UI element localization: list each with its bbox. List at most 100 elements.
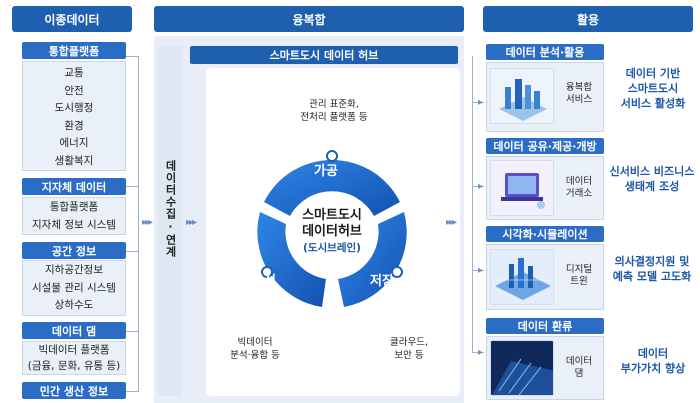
left-group-box: 통합플랫폼 지자체 정보 시스템 [22,197,126,235]
note-top: 관리 표준화, 전처리 플랫폼 등 [274,98,394,124]
right-item-label-line: 데이터 [565,176,593,187]
right-item-label-line: 댐 [574,368,584,379]
left-group-title: 공간 정보 [22,242,126,259]
left-item: 통합플랫폼 [49,201,99,213]
left-item: 지자체 정보 시스템 [32,218,116,231]
ring-label-right: 저장 [370,274,394,289]
hub-center-subline: (도시브레인) [303,242,361,254]
left-item: 상하수도 [54,299,94,311]
right-item-desc-line: 부가가치 향상 [620,362,686,375]
right-item-label-line: 디지털 [565,264,593,275]
collection-label: 데이터수집·연계 [164,160,177,258]
arrow-right-icon: ▸ [478,181,483,192]
collection-strip [158,46,182,396]
left-group-title: 지자체 데이터 [22,178,126,195]
right-item-desc: 신서비스 비즈니스 생태계 조성 [604,164,700,194]
left-connector [126,56,138,57]
data-exchange-illustration [490,160,554,216]
hub-center-line: 스마트도시 [302,208,362,223]
left-item: 환경 [64,119,84,132]
ring-label-left: 분석 [252,274,276,289]
right-item-label: 융복합 서비스 [556,82,602,106]
ring-segment-right [338,212,407,307]
right-item-label-line: 트윈 [570,276,588,287]
header-left: 이종데이터 [12,6,132,32]
left-group-box: 지하공간정보 시설물 관리 시스템 상하수도 [22,260,126,316]
right-item-label-line: 데이터 [565,356,593,367]
left-item: 시설물 관리 시스템 [32,281,116,294]
left-connector [126,251,138,252]
hub-center: 스마트도시 데이터허브 (도시브레인) [282,208,382,256]
arrow-into-hub-icon: ▸▸▸ [186,217,197,228]
left-group-box: 빅데이터 플랫폼 (금융, 문화, 유통 등) [22,341,126,375]
right-item-desc-line: 의사결정지원 및 [614,255,690,268]
note-right-line: 보안 등 [394,350,424,361]
right-connector [472,186,484,187]
right-item-label-line: 서비스 [565,94,593,105]
note-right-line: 클라우드, [390,337,428,348]
ring-node-dot [326,150,338,162]
right-item-title: 데이터 환류 [486,318,604,334]
right-item-title: 데이터 공유·제공·개방 [486,138,604,154]
left-item: 에너지 [59,137,89,149]
right-item-desc: 의사결정지원 및 예측 모델 고도화 [604,254,700,284]
ring-segment-left [257,212,326,307]
ring-label-top: 가공 [314,164,338,179]
right-item-desc: 데이터 부가가치 향상 [608,346,698,376]
left-group-title: 데이터 댐 [22,322,126,339]
right-item-desc-line: 데이터 [637,347,669,360]
right-item-desc-line: 신서비스 비즈니스 [609,165,695,178]
header-middle: 융복합 [154,6,464,32]
right-item-desc-line: 서비스 활성화 [620,97,686,110]
right-item-label: 데이터 댐 [556,356,602,380]
left-connector [126,186,138,187]
note-left-line: 분석·융합 등 [230,350,280,361]
arrow-in-icon: ▸▸▸ [142,217,153,228]
left-item: (금융, 문화, 유통 등) [27,360,121,372]
right-item-desc-line: 스마트도시 [627,82,679,95]
arrow-right-icon: ▸ [478,265,483,276]
left-item: 지하공간정보 [45,264,103,276]
arrow-out-icon: ▸▸▸ [446,217,457,228]
left-item: 교통 [64,67,84,79]
hub-panel [206,68,460,396]
smart-city-illustration [490,68,554,124]
right-item-label-line: 거래소 [565,188,593,199]
left-connector [126,391,138,392]
note-top-line: 전처리 플랫폼 등 [300,112,368,123]
hub-center-line: 데이터허브 [302,224,362,239]
note-right: 클라우드, 보안 등 [364,336,454,362]
right-item-title: 시각화·시뮬레이션 [486,226,604,242]
right-item-label-line: 융복합 [565,82,593,93]
left-group-title: 민간 생산 정보 [22,382,126,399]
arrow-right-icon: ▸ [478,97,483,108]
right-connector [472,270,484,271]
arrow-right-icon: ▸ [478,347,483,358]
left-connector [138,56,139,392]
left-item: 안전 [64,84,84,97]
right-connector [472,352,484,353]
left-item: 도시행정 [54,102,94,114]
ring-segment-top [264,159,400,216]
right-connector [472,56,473,352]
header-right: 활용 [483,6,693,32]
right-item-desc-line: 예측 모델 고도화 [612,270,692,283]
data-dam-illustration [490,340,554,396]
left-item: 빅데이터 플랫폼 [38,344,110,356]
note-left: 빅데이터 분석·융합 등 [210,336,300,362]
left-item: 생활복지 [54,154,94,167]
right-item-title: 데이터 분석·활용 [486,44,604,60]
ring-node-dot [261,266,273,278]
hub-ring-diagram [257,150,407,307]
ring-node-dot [391,266,403,278]
right-item-label: 디지털 트윈 [556,264,602,288]
digital-twin-illustration [490,249,554,305]
left-group-box: 교통 안전 도시행정 환경 에너지 생활복지 [22,61,126,171]
right-item-desc-line: 생태계 조성 [624,180,680,193]
right-item-desc: 데이터 기반 스마트도시 서비스 활성화 [608,66,698,111]
right-item-label: 데이터 거래소 [556,176,602,200]
note-left-line: 빅데이터 [237,337,273,348]
right-connector [472,102,484,103]
left-group-title: 통합플랫폼 [22,42,126,59]
right-item-desc-line: 데이터 기반 [625,67,681,80]
